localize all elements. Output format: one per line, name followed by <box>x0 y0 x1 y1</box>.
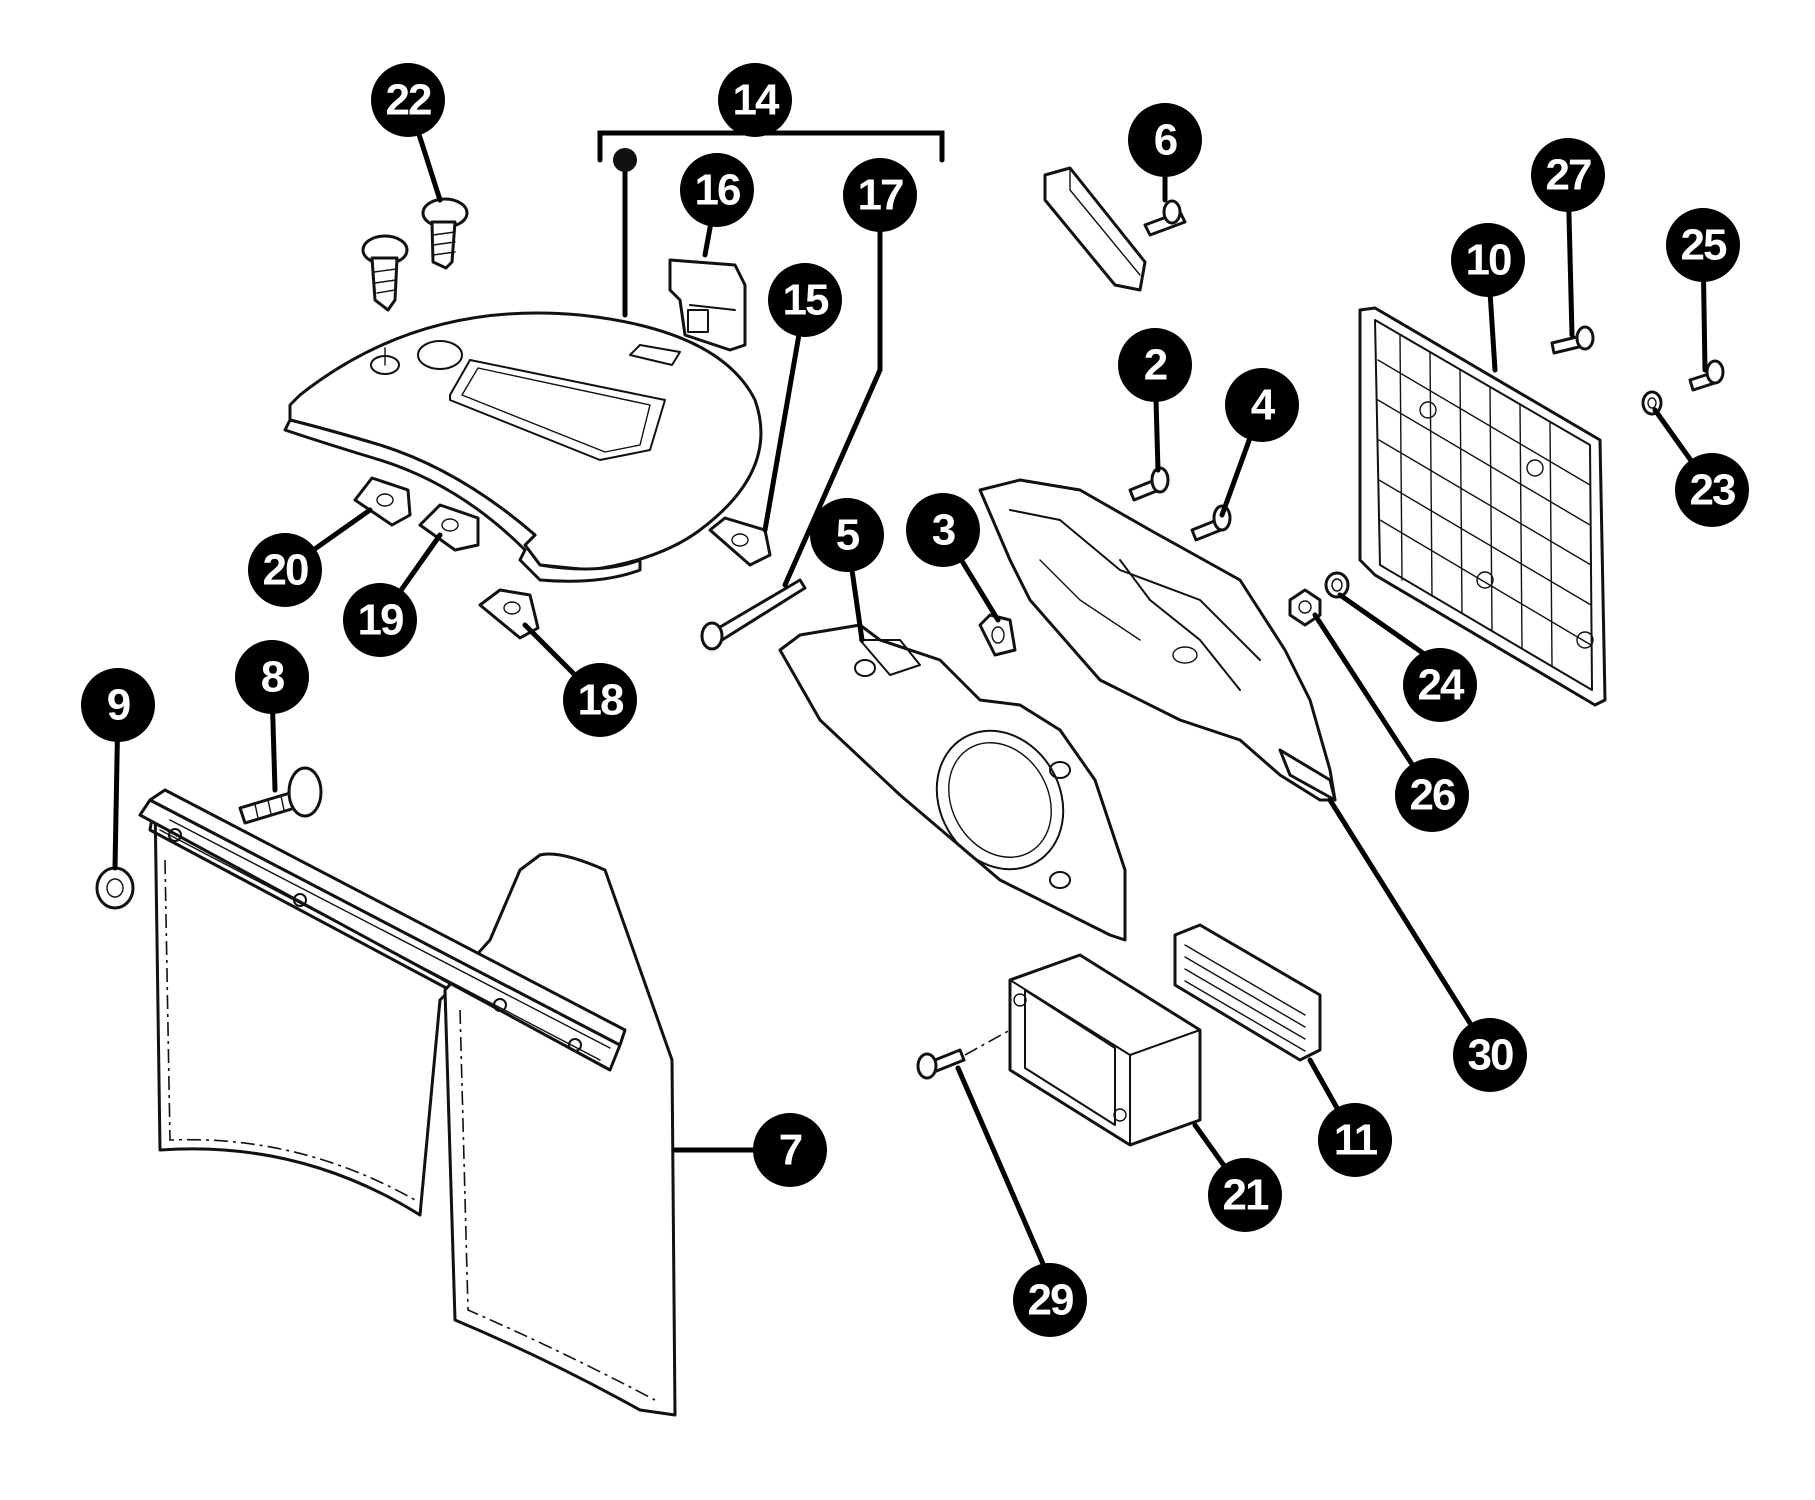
callout-5-label: 5 <box>836 511 860 560</box>
callout-23-label: 23 <box>1690 466 1735 515</box>
callout-18: 18 <box>563 663 637 737</box>
part-19-clip <box>418 503 480 552</box>
callout-17-label: 17 <box>858 171 903 220</box>
part-22-screws <box>361 197 469 312</box>
callout-5: 5 <box>810 498 884 572</box>
part-11-pad <box>1173 923 1322 1062</box>
callout-14-label: 14 <box>733 76 780 125</box>
callout-27: 27 <box>1531 138 1605 212</box>
part-20-clip <box>353 476 412 527</box>
callout-22: 22 <box>371 63 445 137</box>
part-4-screw <box>1190 504 1232 542</box>
callout-11: 11 <box>1318 1103 1392 1177</box>
callout-10-label: 10 <box>1466 236 1511 285</box>
part-8-bolt <box>238 766 323 825</box>
part-2-screw <box>1128 466 1170 502</box>
part-24-washer <box>1324 571 1350 599</box>
callout-3: 3 <box>906 493 980 567</box>
callout-15-label: 15 <box>783 276 829 325</box>
callout-20-label: 20 <box>263 546 308 595</box>
part-27-screw <box>1550 325 1595 355</box>
callout-19-label: 19 <box>358 596 403 645</box>
callout-25-label: 25 <box>1681 221 1727 270</box>
callout-30-label: 30 <box>1468 1031 1513 1080</box>
callout-6: 6 <box>1128 103 1202 177</box>
callout-8-label: 8 <box>261 653 285 702</box>
callout-10: 10 <box>1451 223 1525 297</box>
part-15-clip <box>708 516 772 567</box>
callout-24-label: 24 <box>1418 661 1465 710</box>
callout-19: 19 <box>343 583 417 657</box>
callout-4: 4 <box>1225 368 1299 442</box>
callout-29: 29 <box>1013 1263 1087 1337</box>
callout-9: 9 <box>81 668 155 742</box>
callout-20: 20 <box>248 533 322 607</box>
part-7-panel <box>138 788 677 1417</box>
part-25-screw <box>1688 359 1725 392</box>
callout-15: 15 <box>768 263 842 337</box>
callout-26: 26 <box>1395 758 1469 832</box>
part-3-clip <box>978 613 1017 657</box>
callout-2-label: 2 <box>1144 341 1167 390</box>
part-21-box <box>1008 953 1202 1147</box>
callout-9-label: 9 <box>107 681 130 730</box>
part-30-shroud <box>978 478 1337 802</box>
part-5-bracket <box>778 623 1127 942</box>
callout-17: 17 <box>843 158 917 232</box>
part-29-screw <box>916 1029 1011 1080</box>
callout-16-label: 16 <box>695 166 740 215</box>
callout-16: 16 <box>680 153 754 227</box>
callout-4-label: 4 <box>1251 381 1276 430</box>
callout-7-label: 7 <box>779 1126 802 1175</box>
callout-22-label: 22 <box>386 76 431 125</box>
part-6-block <box>1043 166 1187 292</box>
part-10-grille <box>1358 306 1607 707</box>
callout-21: 21 <box>1208 1158 1282 1232</box>
part-26-nut <box>1288 588 1322 627</box>
callout-27-label: 27 <box>1546 151 1591 200</box>
part-17-pin <box>700 578 807 651</box>
callout-21-label: 21 <box>1223 1171 1269 1220</box>
callout-30: 30 <box>1453 1018 1527 1092</box>
callout-29-label: 29 <box>1028 1276 1073 1325</box>
callout-26-label: 26 <box>1410 771 1455 820</box>
part-16-clip <box>668 258 747 352</box>
callout-2: 2 <box>1118 328 1192 402</box>
callout-18-label: 18 <box>578 676 624 725</box>
callout-3-label: 3 <box>932 506 955 555</box>
part-9-washer <box>95 866 135 910</box>
callout-24: 24 <box>1403 648 1477 722</box>
callout-7: 7 <box>753 1113 827 1187</box>
callout-11-label: 11 <box>1334 1116 1378 1165</box>
callout-6-label: 6 <box>1154 116 1177 165</box>
callout-14: 14 <box>718 63 792 137</box>
part-14-tray <box>283 311 763 583</box>
callout-23: 23 <box>1675 453 1749 527</box>
callout-25: 25 <box>1666 208 1740 282</box>
callout-8: 8 <box>235 640 309 714</box>
